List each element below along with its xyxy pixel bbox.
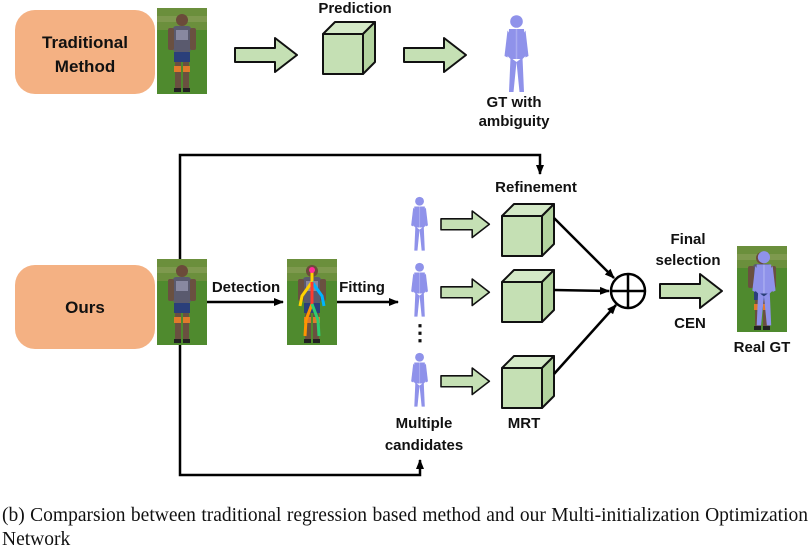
traditional-label-line1: Traditional: [42, 33, 128, 52]
gt-ambiguity-label-line1: GT with: [487, 94, 542, 111]
keypoint-skeleton-icon: [287, 259, 337, 345]
pipeline-diagram: Traditional Method Prediction GT with am…: [15, 0, 791, 477]
final-selection-label-line1: Final: [670, 231, 705, 248]
merge-arrow-bottom: [553, 304, 617, 375]
more-candidates-dots: ⋮: [409, 320, 431, 345]
block-arrow-icon: [659, 273, 723, 309]
ours-pill: Ours: [15, 265, 155, 349]
cube-icon: [322, 21, 376, 75]
multiple-candidates-label-line2: candidates: [385, 437, 463, 454]
block-arrow-icon: [403, 37, 467, 73]
refinement-label: Refinement: [495, 179, 577, 196]
block-arrow-icon: [440, 367, 491, 396]
traditional-method-pill: Traditional Method: [15, 10, 155, 94]
block-arrow-icon: [440, 278, 491, 307]
human-mesh-icon: [503, 14, 530, 93]
real-gt-label: Real GT: [734, 339, 791, 356]
merge-arrow-top: [553, 217, 615, 279]
detection-label: Detection: [212, 279, 280, 296]
multiple-candidates-label-line1: Multiple: [396, 415, 453, 432]
person-photo-icon: [157, 8, 207, 94]
skip-connection-top: [178, 153, 544, 259]
gt-ambiguity-label-line2: ambiguity: [479, 113, 550, 130]
circled-plus-icon: [609, 272, 647, 310]
traditional-label-line2: Method: [55, 57, 115, 76]
person-photo-icon: [157, 259, 207, 345]
human-mesh-icon: [410, 262, 429, 318]
final-selection-label-line2: selection: [655, 252, 720, 269]
human-mesh-icon: [410, 196, 429, 252]
cube-icon: [501, 269, 555, 323]
mrt-label: MRT: [508, 415, 541, 432]
human-mesh-icon: [410, 352, 429, 408]
figure-caption: (b) Comparsion between traditional regre…: [2, 505, 808, 550]
cube-icon: [501, 355, 555, 409]
merge-arrow-middle: [553, 286, 610, 295]
ours-label: Ours: [65, 298, 105, 317]
block-arrow-icon: [440, 210, 491, 239]
block-arrow-icon: [234, 37, 298, 73]
cen-label: CEN: [674, 315, 706, 332]
fitting-label: Fitting: [339, 279, 385, 296]
cube-icon: [501, 203, 555, 257]
prediction-label: Prediction: [318, 0, 391, 17]
real-gt-image: [737, 246, 787, 332]
skip-connection-bottom: [178, 345, 424, 477]
